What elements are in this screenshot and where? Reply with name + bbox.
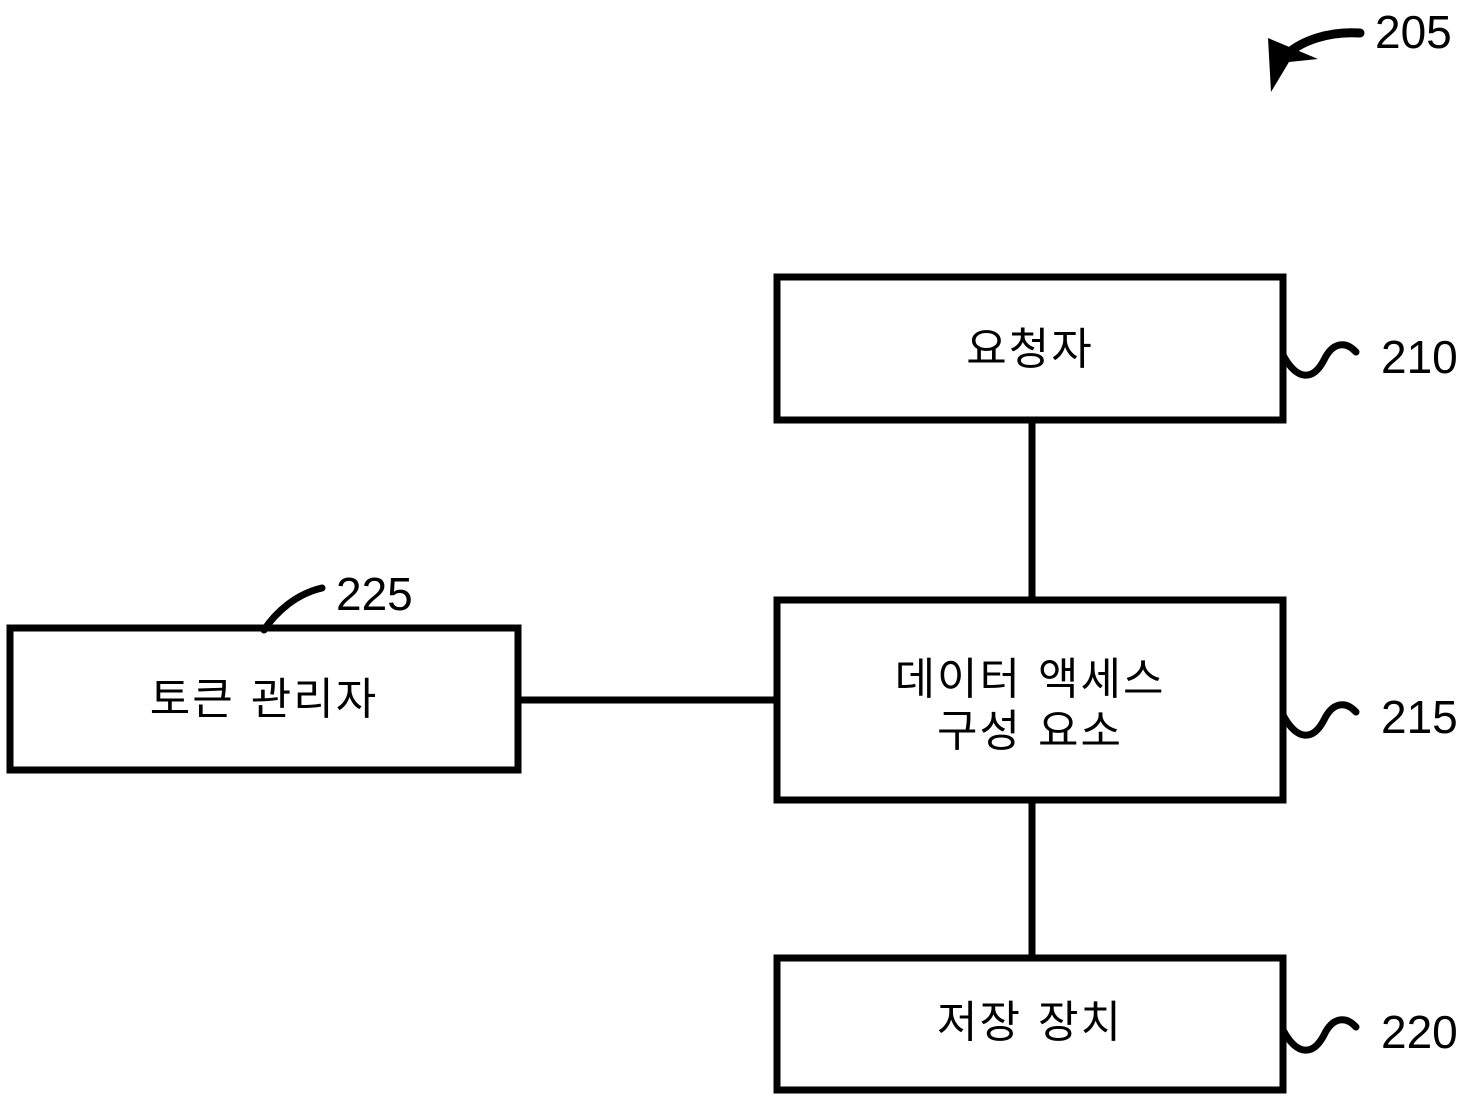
leader-line-215 [1279, 701, 1360, 739]
reference-numeral-225: 225 [336, 568, 413, 620]
node-requester: 요청자 210 [773, 273, 1458, 424]
node-data-access-component-box [773, 596, 1287, 804]
node-data-access-component-label-line1: 데이터 액세스 [895, 654, 1166, 705]
node-token-manager-box [6, 624, 522, 774]
reference-numeral-210: 210 [1381, 331, 1458, 383]
reference-numeral-215: 215 [1381, 691, 1458, 743]
node-data-access-component-label-line2: 구성 요소 [937, 706, 1123, 757]
node-storage-device-label: 저장 장치 [937, 997, 1123, 1048]
reference-numeral-220: 220 [1381, 1006, 1458, 1058]
figure-reference-205: 205 [1268, 6, 1452, 92]
figure-arrow-head-icon [1268, 38, 1318, 92]
node-requester-box [773, 273, 1287, 424]
node-storage-device-box [773, 954, 1287, 1094]
node-data-access-component: 데이터 액세스 구성 요소 215 [773, 596, 1458, 804]
node-token-manager-label: 토큰 관리자 [150, 674, 378, 725]
leader-line-225 [260, 584, 326, 634]
leader-line-220 [1279, 1016, 1360, 1054]
node-token-manager: 토큰 관리자 225 [6, 568, 522, 774]
node-requester-label: 요청자 [966, 324, 1093, 375]
reference-numeral-205: 205 [1375, 6, 1452, 58]
leader-line-210 [1279, 341, 1360, 379]
node-storage-device: 저장 장치 220 [773, 954, 1458, 1094]
